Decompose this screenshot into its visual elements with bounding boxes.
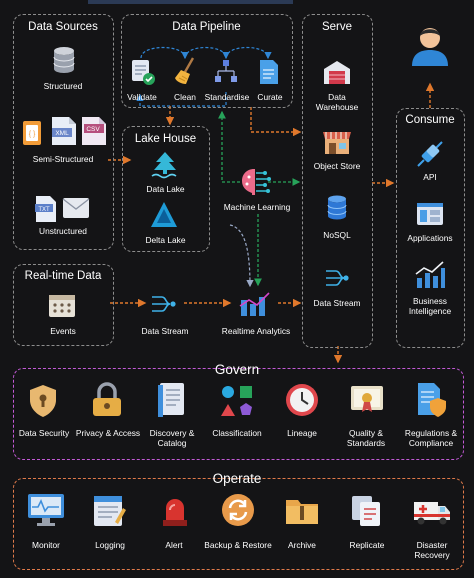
- operate-monitor-label: Monitor: [32, 540, 60, 550]
- pipeline-step-validate: Validate: [127, 92, 157, 102]
- data-sources-title: Data Sources: [28, 21, 98, 33]
- compliance-document-icon: [418, 383, 446, 417]
- realtime-data-panel: [13, 264, 114, 346]
- data-lake-icon: [151, 152, 177, 179]
- realtime-analytics-label: Realtime Analytics: [221, 326, 291, 336]
- operate-alert-label: Alert: [165, 540, 183, 550]
- lake-house-title: Lake House: [134, 133, 197, 145]
- govern-discovery-catalog-label: Discovery & Catalog: [149, 428, 195, 448]
- serve-data-stream-icon: [326, 270, 349, 286]
- events-calendar-icon: [49, 295, 75, 317]
- curate-icon: [260, 60, 278, 84]
- data-sources-panel: [13, 14, 114, 250]
- serve-object-store-label: Object Store: [313, 161, 361, 171]
- govern-privacy-access-label: Privacy & Access: [75, 428, 141, 438]
- lake-house-panel: [122, 126, 210, 252]
- file-csv-icon: [82, 117, 106, 145]
- standardise-icon: [215, 60, 237, 82]
- file-json-icon: { }: [23, 121, 41, 145]
- govern-regulations-compliance-label: Regulations & Compliance: [404, 428, 458, 448]
- structured-label: Structured: [43, 81, 83, 91]
- operate-panel: [13, 478, 464, 570]
- consume-panel: [396, 108, 465, 348]
- govern-quality-standards-label: Quality & Standards: [346, 428, 386, 448]
- validate-icon: [132, 60, 155, 85]
- object-store-icon: [323, 132, 351, 154]
- consume-title: Consume: [405, 114, 455, 126]
- serve-panel: [302, 14, 373, 348]
- data-pipeline-title: Data Pipeline: [172, 21, 241, 33]
- govern-title: Govern: [214, 362, 260, 377]
- serve-title: Serve: [321, 21, 353, 33]
- mail-icon: [62, 198, 90, 218]
- semi-structured-label: Semi-Structured: [32, 154, 94, 164]
- quality-certificate-icon: [351, 386, 383, 412]
- serve-data-warehouse-label: Data Warehouse: [315, 92, 359, 112]
- serve-nosql-label: NoSQL: [323, 230, 351, 240]
- govern-panel: [13, 368, 464, 460]
- operate-logging-label: Logging: [95, 540, 125, 550]
- consume-api-label: API: [423, 172, 437, 182]
- txt-badge: TXT: [38, 207, 50, 213]
- realtime-analytics-icon: [239, 292, 270, 316]
- shield-lock-icon: [30, 385, 56, 417]
- delta-lake-icon: [151, 202, 177, 227]
- business-intelligence-icon: [415, 261, 445, 288]
- applications-icon: [417, 203, 443, 225]
- machine-learning-label: Machine Learning: [223, 202, 291, 212]
- govern-classification-label: Classification: [212, 428, 262, 438]
- nosql-icon: [327, 195, 347, 220]
- backup-restore-icon: [222, 494, 254, 526]
- file-xml-icon: [52, 117, 76, 145]
- monitor-icon: [28, 494, 64, 526]
- consume-business-intelligence-label: Business Intelligence: [408, 296, 452, 316]
- realtime-data-title: Real-time Data: [24, 270, 102, 282]
- padlock-icon: [93, 382, 121, 416]
- operate-archive-label: Archive: [288, 540, 316, 550]
- logging-icon: [94, 496, 126, 526]
- serve-data-stream-label: Data Stream: [313, 298, 361, 308]
- operate-title: Operate: [212, 471, 262, 486]
- classification-shapes-icon: [221, 386, 252, 416]
- machine-learning-icon: [242, 169, 271, 195]
- replicate-icon: [352, 496, 380, 526]
- svg-text:{ }: { }: [29, 131, 36, 138]
- api-plug-icon: [417, 141, 443, 167]
- xml-badge: XML: [55, 130, 69, 137]
- operate-disaster-recovery-label: Disaster Recovery: [414, 540, 450, 560]
- consume-applications-label: Applications: [407, 233, 453, 243]
- pipeline-step-standardise: Standardise: [204, 92, 250, 102]
- delta-lake-label: Delta Lake: [145, 235, 186, 245]
- database-icon: [53, 47, 75, 73]
- file-txt-icon: [35, 196, 56, 222]
- govern-lineage-label: Lineage: [287, 428, 317, 438]
- unstructured-label: Unstructured: [39, 226, 87, 236]
- broom-icon: [175, 57, 195, 84]
- operate-backup-restore-label: Backup & Restore: [204, 540, 272, 550]
- user-avatar-icon: [412, 28, 448, 66]
- realtime-stream-icon: [152, 296, 176, 312]
- csv-badge: CSV: [86, 126, 100, 133]
- govern-data-security-label: Data Security: [18, 428, 70, 438]
- lineage-clock-icon: [286, 384, 318, 416]
- data-pipeline-panel: [121, 14, 293, 108]
- data-lake-label: Data Lake: [146, 184, 185, 194]
- catalog-icon: [158, 383, 184, 417]
- alert-siren-icon: [163, 499, 187, 526]
- warehouse-icon: [324, 61, 350, 84]
- archive-folder-icon: [286, 500, 318, 524]
- realtime-data-stream-label: Data Stream: [141, 326, 189, 336]
- pipeline-step-curate: Curate: [257, 92, 283, 102]
- pipeline-step-clean: Clean: [174, 92, 196, 102]
- operate-replicate-label: Replicate: [349, 540, 385, 550]
- realtime-events-label: Events: [50, 326, 76, 336]
- top-accent-bar: [88, 0, 293, 4]
- ambulance-icon: [414, 502, 450, 525]
